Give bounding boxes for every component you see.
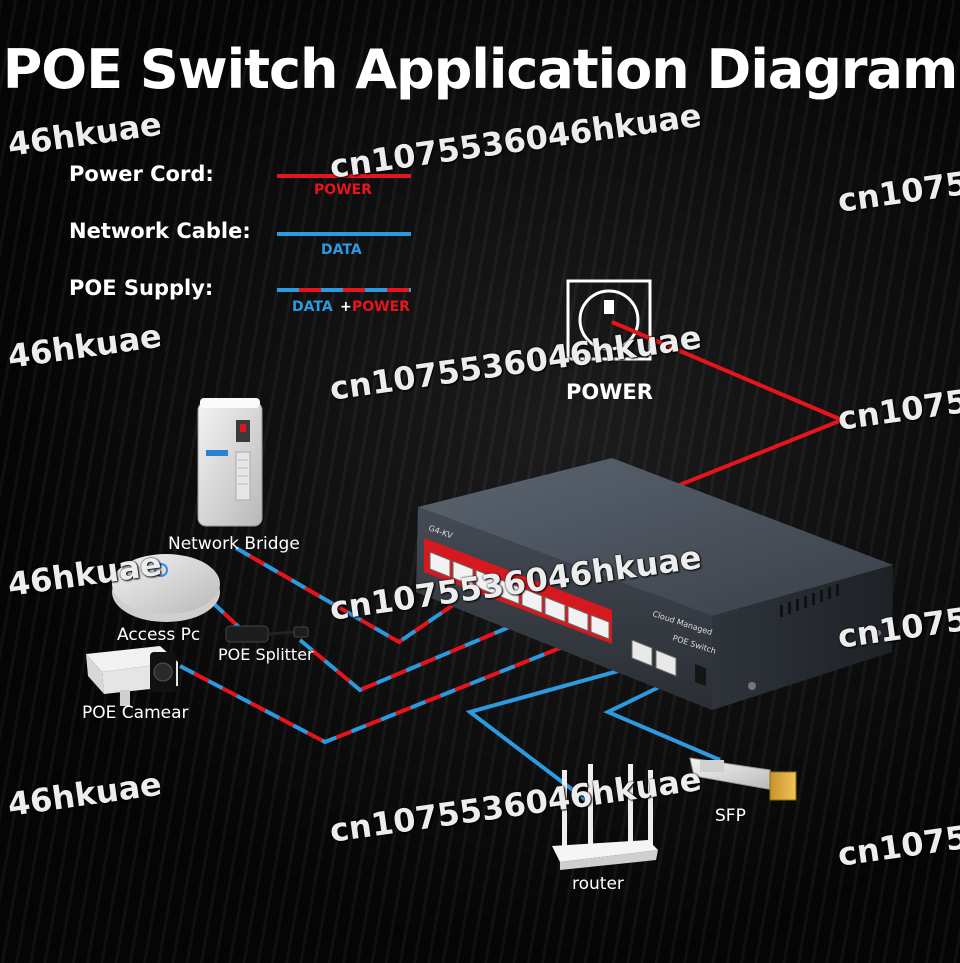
legend-tag-data: DATA: [321, 242, 362, 258]
router-label: router: [572, 874, 624, 894]
legend-tag-poe-data: DATA: [292, 299, 333, 315]
poe-cable-camera: [179, 630, 601, 745]
network-bridge-icon: [197, 398, 263, 527]
poe-splitter-icon: [225, 625, 309, 643]
uplink-ports: [631, 639, 677, 677]
poe-cable-access-point: [210, 600, 546, 693]
poe-switch: G4-KV Cloud Managed POE Switch: [416, 458, 893, 710]
poe-camera-label: POE Camear: [82, 703, 189, 723]
page-title: POE Switch Application Diagram: [2, 38, 959, 101]
switch-screw-icon: [875, 630, 881, 636]
poe-port-row: [429, 551, 610, 640]
switch-screw-icon: [748, 682, 756, 690]
legend-label-poe-supply: POE Supply:: [69, 276, 214, 300]
access-pc-label: Access Pc: [117, 625, 201, 645]
power-socket-icon: [566, 279, 652, 361]
sfp-slot: [695, 664, 706, 686]
power-label: POWER: [566, 380, 653, 404]
legend-tag-poe-power: POWER: [352, 299, 410, 315]
switch-vent-icon: [780, 584, 839, 617]
network-bridge-label: Network Bridge: [168, 534, 300, 554]
router-icon: [552, 764, 658, 870]
poe-cable-bridge: [235, 546, 477, 645]
sfp-label: SFP: [715, 806, 746, 826]
sfp-module-icon: [689, 757, 797, 801]
poe-camera-icon: [86, 646, 178, 706]
power-cord-line: [611, 320, 848, 490]
data-cable-router: [465, 663, 641, 802]
access-point-icon: [112, 554, 220, 622]
legend-tag-poe-plus: +: [340, 299, 352, 315]
poe-splitter-label: POE Splitter: [218, 645, 314, 664]
legend-label-power-cord: Power Cord:: [69, 162, 214, 186]
legend-label-network-cable: Network Cable:: [69, 219, 251, 243]
legend-tag-power: POWER: [314, 182, 372, 198]
